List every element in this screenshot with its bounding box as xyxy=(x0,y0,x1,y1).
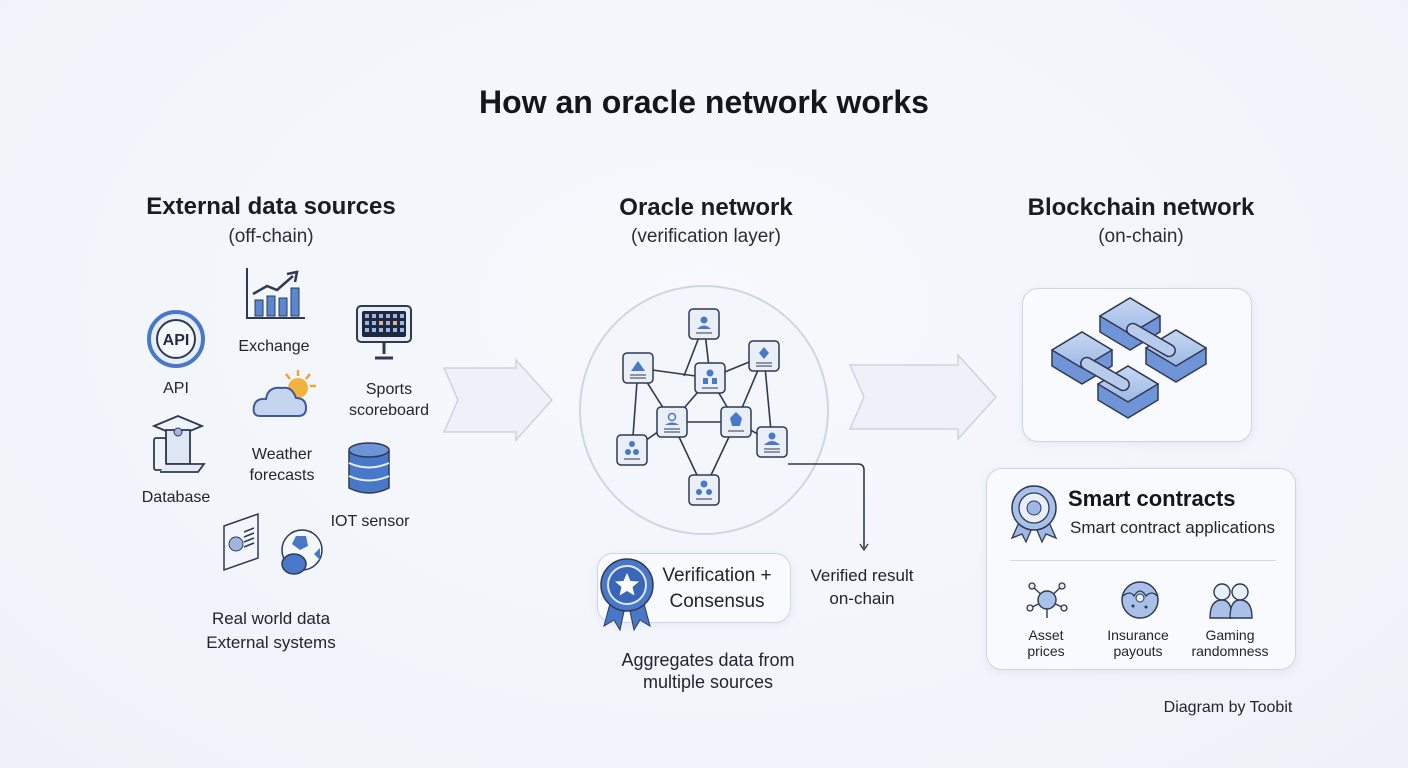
oracle-subheading: (verification layer) xyxy=(631,226,781,247)
verified-result-line1: Verified result xyxy=(810,566,914,585)
source-label-exchange: Exchange xyxy=(238,338,310,355)
insurance-icon xyxy=(1121,581,1159,619)
source-label-sports-line1: Sports xyxy=(365,381,413,398)
app-label-asset-line1: Asset xyxy=(1028,627,1064,643)
source-label-iot: IOT sensor xyxy=(330,513,410,530)
flow-arrow-to-oracle xyxy=(442,358,554,442)
app-label-asset-line2: prices xyxy=(1027,643,1065,659)
verification-line2: Consensus xyxy=(669,591,765,612)
source-label-weather-line1: Weather xyxy=(251,446,313,463)
external-heading: External data sources xyxy=(146,193,396,220)
source-label-database: Database xyxy=(141,489,211,506)
source-label-api: API xyxy=(163,380,189,397)
external-footer-line2: External systems xyxy=(206,633,336,652)
aggregates-caption-line2: multiple sources xyxy=(642,672,774,692)
asset-node-icon xyxy=(1026,582,1068,618)
chart-icon xyxy=(246,268,305,319)
smart-contracts-subtitle: Smart contract applications xyxy=(1070,518,1276,537)
source-label-weather-line2: forecasts xyxy=(249,467,315,484)
api-icon: API xyxy=(147,310,205,368)
external-footer-line1: Real world data xyxy=(211,609,331,628)
diagram-credit: Diagram by Toobit xyxy=(1163,699,1293,716)
blockchain-subheading: (on-chain) xyxy=(1098,226,1184,247)
app-label-gaming-line2: randomness xyxy=(1191,643,1269,659)
oracle-heading: Oracle network xyxy=(619,194,793,221)
soccer-ball-icon xyxy=(281,529,323,575)
blockchain-links-icon xyxy=(1050,297,1208,419)
verified-result-line2: on-chain xyxy=(829,589,895,608)
app-label-gaming-line1: Gaming xyxy=(1205,627,1255,643)
verification-line1: Verification + xyxy=(662,565,772,586)
external-subheading: (off-chain) xyxy=(228,226,314,247)
diagram-title: How an oracle network works xyxy=(479,84,929,120)
contract-seal-icon xyxy=(1010,485,1058,544)
scoreboard-icon xyxy=(356,305,412,360)
svg-text:API: API xyxy=(163,332,190,349)
ribbon-award-icon xyxy=(600,558,654,632)
app-label-insurance-line2: payouts xyxy=(1113,643,1163,659)
source-label-sports-line2: scoreboard xyxy=(348,402,430,419)
aggregates-caption-line1: Aggregates data from xyxy=(621,650,795,670)
app-label-insurance-line1: Insurance xyxy=(1107,627,1169,643)
smart-contracts-title: Smart contracts xyxy=(1068,486,1236,511)
verified-output-connector xyxy=(788,463,869,552)
document-icon xyxy=(223,512,259,572)
flow-arrow-to-blockchain xyxy=(848,353,998,441)
contracts-divider xyxy=(1010,560,1276,561)
gaming-icon xyxy=(1209,583,1253,619)
weather-icon xyxy=(252,370,316,417)
database-building-icon xyxy=(151,415,206,473)
blockchain-heading: Blockchain network xyxy=(1027,194,1255,221)
oracle-nodes xyxy=(616,308,788,506)
database-icon xyxy=(348,442,390,494)
oracle-network-graph xyxy=(579,285,829,535)
